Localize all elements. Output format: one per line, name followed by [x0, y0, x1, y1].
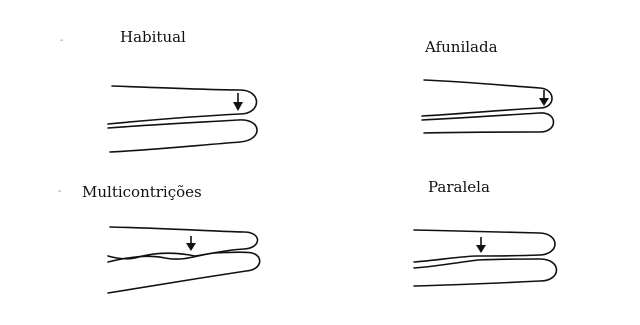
figure-multicontricoes — [108, 227, 260, 293]
figure-afunilada — [422, 80, 554, 133]
paralela-lower-fold — [414, 259, 557, 286]
multicontricoes-lower-fold — [108, 252, 260, 293]
afunilada-upper-fold — [422, 80, 552, 116]
figure-paralela — [414, 230, 557, 286]
habitual-upper-fold — [108, 86, 257, 124]
figure-habitual — [108, 86, 257, 152]
afunilada-lower-fold — [422, 113, 554, 133]
multicontricoes-upper-fold — [108, 227, 258, 259]
habitual-lower-fold — [108, 120, 257, 152]
afunilada-arrow-icon — [539, 90, 549, 106]
habitual-arrow-icon — [233, 93, 243, 111]
multicontricoes-arrow-icon — [186, 236, 196, 251]
paralela-arrow-icon — [476, 237, 486, 253]
